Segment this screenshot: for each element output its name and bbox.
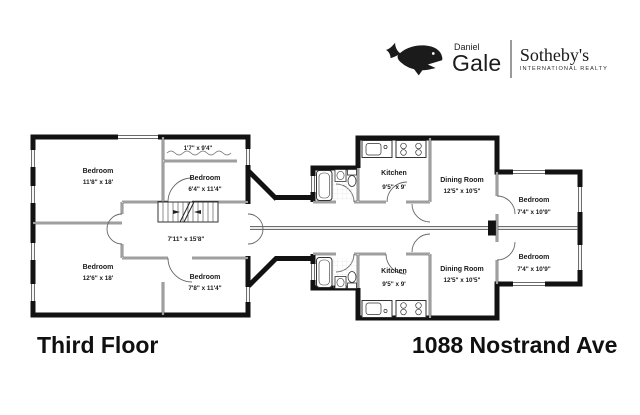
stove-icon xyxy=(395,300,427,318)
kitchen-lower-fixtures xyxy=(361,300,427,318)
closet-rod-icon xyxy=(166,150,232,156)
room-dims: 12'6" x 18' xyxy=(83,275,114,282)
room-label: Kitchen xyxy=(381,268,407,275)
room-dims: 7'4" x 10'9" xyxy=(517,266,550,273)
staircase xyxy=(157,201,219,223)
room-dims: 9'5" x 9' xyxy=(382,184,406,191)
room-dims: 12'5" x 10'5" xyxy=(444,188,481,195)
interior-walls xyxy=(33,137,499,318)
partner-text: Sotheby's xyxy=(519,44,590,65)
address-title: 1088 Nostrand Ave xyxy=(412,332,618,358)
whale-icon xyxy=(386,42,444,76)
sink-icon xyxy=(334,169,347,182)
stove-icon xyxy=(395,140,427,158)
bathroom-lower xyxy=(315,257,357,289)
kitchen-sink-icon xyxy=(361,300,393,318)
sink-icon xyxy=(334,276,347,289)
room-dims: 7'8" x 11'4" xyxy=(188,285,221,292)
kitchen-sink-icon xyxy=(361,140,393,158)
bathroom-upper xyxy=(315,169,357,201)
room-label: Kitchen xyxy=(381,170,407,177)
partner-subtext: INTERNATIONAL REALTY xyxy=(519,66,608,73)
kitchen-upper-fixtures xyxy=(361,140,427,158)
room-labels: Bedroom 11'8" x 18' 1'7" x 9'4" Bedroom … xyxy=(83,146,551,292)
exterior-walls xyxy=(30,134,583,321)
toilet-icon xyxy=(347,169,357,176)
room-dims: 12'5" x 10'5" xyxy=(444,277,481,284)
brand-small-text: Daniel xyxy=(454,42,480,52)
room-label: Dining Room xyxy=(440,177,484,184)
floor-title: Third Floor xyxy=(37,332,159,358)
room-label: Bedroom xyxy=(190,274,221,281)
room-label: Bedroom xyxy=(83,168,114,175)
room-dims: 1'7" x 9'4" xyxy=(184,146,213,152)
toilet-icon xyxy=(347,282,357,289)
room-label: Bedroom xyxy=(83,264,114,271)
room-dims: 6'4" x 11'4" xyxy=(188,186,221,193)
room-dims: 11'8" x 18' xyxy=(83,179,114,186)
room-dims: 7'11" x 15'8" xyxy=(168,236,205,243)
bathtub-icon xyxy=(316,257,333,288)
room-label: Dining Room xyxy=(440,266,484,273)
bathtub-icon xyxy=(316,170,333,201)
logo-divider xyxy=(510,40,512,78)
room-dims: 7'4" x 10'9" xyxy=(517,209,550,216)
window-icons xyxy=(31,135,582,302)
sothebys-wordmark: Sotheby's INTERNATIONAL REALTY xyxy=(519,44,608,73)
room-label: Bedroom xyxy=(519,197,550,204)
room-dims: 9'5" x 9' xyxy=(382,281,406,288)
daniel-gale-wordmark: Daniel Gale xyxy=(452,43,501,75)
party-wall xyxy=(250,220,578,236)
room-label: Bedroom xyxy=(519,254,550,261)
room-label: Bedroom xyxy=(190,175,221,182)
brand-large-text: Gale xyxy=(452,50,502,76)
brand-logo: Daniel Gale Sotheby's INTERNATIONAL REAL… xyxy=(386,40,608,78)
